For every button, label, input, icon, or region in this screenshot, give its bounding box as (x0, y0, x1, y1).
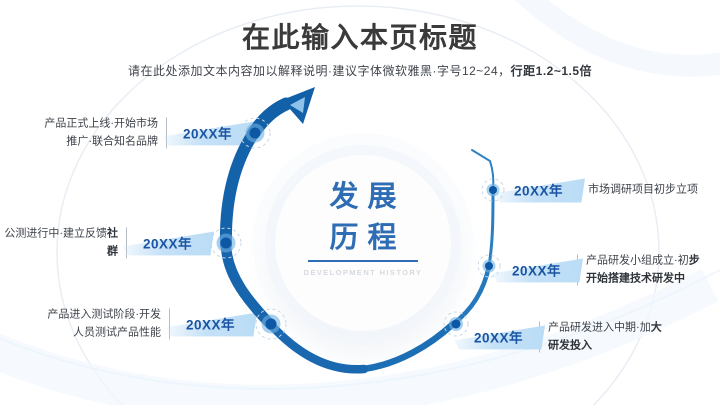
background-swoosh-line (0, 269, 720, 390)
year-label: 20XX年 (143, 236, 193, 252)
milestone-right-middle: 20XX年 产品研发小组成立·初步开始搭建技术研发中 (492, 252, 704, 287)
center-title-line2: 历程 (329, 222, 406, 254)
center-underline (308, 260, 418, 262)
year-badge: 20XX年 (492, 258, 584, 283)
milestone-text-normal: 公测进行中·建立反馈 (4, 227, 107, 240)
year-label: 20XX年 (514, 183, 564, 199)
subtitle-normal-text: 请在此处添加文本内容加以解释说明·建议字体微软雅黑·字号12~24， (127, 64, 511, 78)
slide-header: 在此输入本页标题 请在此处添加文本内容加以解释说明·建议字体微软雅黑·字号12~… (0, 16, 720, 79)
page-title: 在此输入本页标题 (241, 22, 478, 53)
milestone-right-top: 20XX年 市场调研项目初步立项 (494, 178, 706, 203)
milestone-left-middle: 公测进行中·建立反馈社群 20XX年 (0, 225, 215, 260)
milestone-text: 公测进行中·建立反馈社群 (0, 225, 118, 260)
background-ring (56, 5, 660, 405)
year-label: 20XX年 (512, 263, 562, 279)
year-label: 20XX年 (474, 330, 524, 346)
milestone-text: 产品研发小组成立·初步开始搭建技术研发中 (586, 252, 704, 287)
subtitle-bold-text: 行距1.2~1.5倍 (510, 64, 593, 78)
year-badge: 20XX年 (166, 312, 258, 337)
milestone-text-normal: 产品研发小组成立·初 (586, 254, 689, 267)
milestone-text: 产品正式上线·开始市场推广·联合知名品牌 (40, 115, 158, 150)
milestone-text: 产品进入测试阶段·开发人员测试产品性能 (43, 306, 161, 341)
year-label: 20XX年 (186, 317, 236, 333)
milestone-text: 产品研发进入中期·加大研发投入 (548, 319, 666, 354)
divider-line (166, 117, 167, 149)
center-watermark: DEVELOPMENT HISTORY (303, 268, 423, 277)
divider-line (126, 227, 127, 259)
milestone-text-bold: 步开始搭建技术研发中 (586, 254, 700, 284)
milestone-text-normal: 产品研发进入中期·加 (548, 321, 651, 334)
center-circle: 发展 历程 DEVELOPMENT HISTORY (275, 155, 451, 331)
year-badge: 20XX年 (494, 178, 586, 203)
background-swoosh-top (514, 0, 720, 77)
year-badge: 20XX年 (123, 231, 215, 256)
year-label: 20XX年 (183, 126, 233, 142)
milestone-right-bottom: 20XX年 产品研发进入中期·加大研发投入 (454, 319, 666, 354)
milestone-text-normal: 产品正式上线·开始市场推广·联合知名品牌 (44, 117, 158, 147)
center-title-line1: 发展 (329, 181, 406, 213)
milestone-text: 市场调研项目初步立项 (588, 181, 706, 199)
milestone-text-normal: 市场调研项目初步立项 (588, 183, 699, 196)
milestone-left-top: 产品正式上线·开始市场推广·联合知名品牌 20XX年 (40, 115, 255, 150)
milestone-text-normal: 产品进入测试阶段·开发人员测试产品性能 (47, 308, 161, 338)
divider-line (169, 308, 170, 340)
milestone-left-bottom: 产品进入测试阶段·开发人员测试产品性能 20XX年 (43, 306, 258, 341)
page-subtitle: 请在此处添加文本内容加以解释说明·建议字体微软雅黑·字号12~24，行距1.2~… (0, 62, 720, 79)
milestone-text-bold: 大研发投入 (548, 321, 662, 351)
background-swoosh-bottom (0, 269, 719, 405)
milestone-text-bold: 社群 (107, 227, 118, 257)
year-badge: 20XX年 (454, 325, 546, 350)
year-badge: 20XX年 (163, 121, 255, 146)
